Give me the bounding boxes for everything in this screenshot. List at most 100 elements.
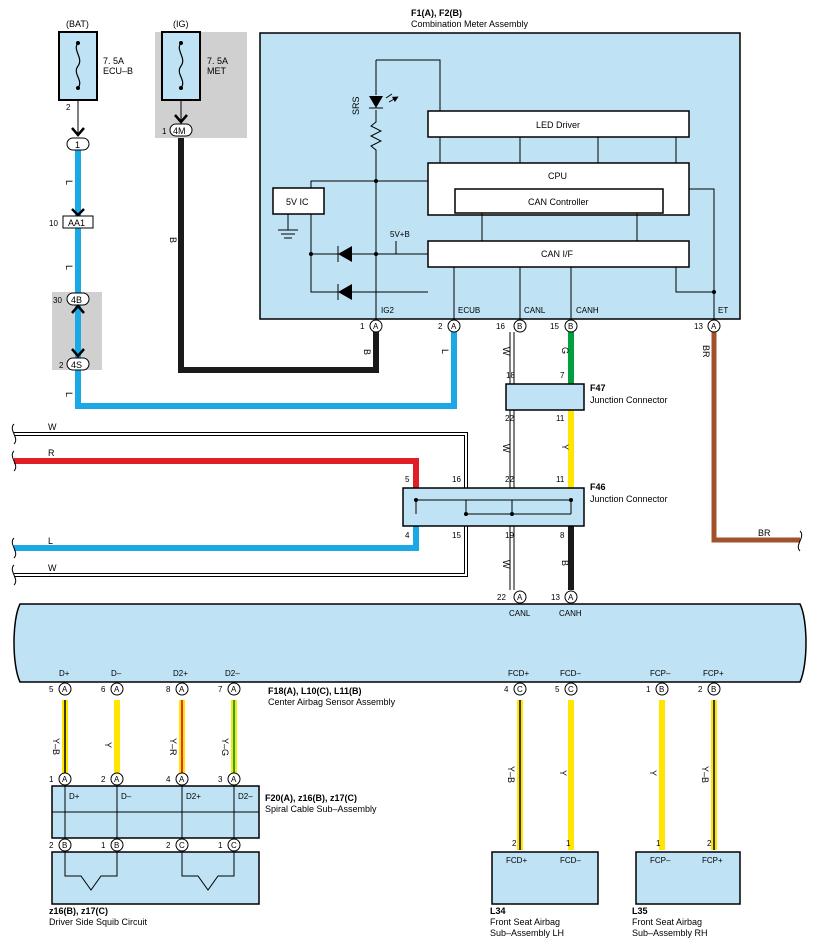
svg-text:L: L [440, 349, 450, 354]
svg-text:B: B [114, 841, 119, 850]
seat-airbag-lh: 2 1 FCD+ FCD– L34 Front Seat Airbag Sub–… [490, 839, 599, 938]
svg-text:13: 13 [551, 593, 560, 602]
svg-text:2: 2 [66, 103, 71, 112]
svg-text:FCP+: FCP+ [703, 669, 724, 678]
diode-icon [338, 284, 352, 300]
svg-text:D+: D+ [59, 669, 70, 678]
fuse-icon [178, 42, 184, 89]
wire-br-brown [711, 332, 800, 543]
svg-text:W: W [48, 422, 57, 432]
svg-text:19: 19 [505, 531, 514, 540]
svg-text:5V+B: 5V+B [390, 230, 410, 239]
connector-aa1: AA1 10 [49, 208, 94, 229]
svg-text:A: A [568, 593, 574, 602]
svg-text:11: 11 [556, 475, 565, 484]
svg-text:5: 5 [49, 685, 54, 694]
svg-text:BR: BR [701, 345, 711, 358]
svg-text:F20(A), z16(B), z17(C): F20(A), z16(B), z17(C) [265, 793, 357, 803]
svg-text:10: 10 [49, 219, 58, 228]
svg-text:C: C [231, 841, 237, 850]
svg-text:Center Airbag Sensor Assembly: Center Airbag Sensor Assembly [268, 697, 396, 707]
svg-text:1: 1 [646, 685, 651, 694]
svg-text:Y–G: Y–G [220, 738, 230, 756]
svg-text:Sub–Assembly LH: Sub–Assembly LH [490, 928, 564, 938]
svg-text:A: A [451, 322, 457, 331]
connector-4b: 4B 30 [53, 292, 90, 358]
svg-text:G: G [560, 347, 570, 354]
svg-text:Combination Meter Assembly: Combination Meter Assembly [411, 19, 529, 29]
led-driver-block [427, 110, 690, 138]
driver-squib: z16(B), z17(C) Driver Side Squib Circuit [49, 851, 260, 927]
svg-text:W: W [501, 444, 511, 453]
connector-4s: 4S 2 [59, 357, 90, 371]
svg-text:Y–B: Y–B [51, 738, 61, 755]
combination-meter: F1(A), F2(B) Combination Meter Assembly … [259, 8, 741, 320]
svg-text:1: 1 [75, 140, 80, 150]
svg-text:R: R [48, 448, 55, 458]
svg-text:1: 1 [360, 322, 365, 331]
resistor-icon [369, 110, 383, 163]
svg-text:1: 1 [656, 839, 661, 848]
svg-text:C: C [179, 841, 185, 850]
svg-text:4: 4 [405, 531, 410, 540]
svg-text:11: 11 [556, 414, 565, 423]
svg-text:B: B [168, 237, 178, 243]
svg-text:A: A [62, 775, 68, 784]
svg-text:CANH: CANH [576, 306, 599, 315]
svg-text:CAN I/F: CAN I/F [541, 249, 574, 259]
svg-text:30: 30 [53, 296, 62, 305]
svg-text:A: A [231, 775, 237, 784]
svg-text:W: W [501, 347, 511, 356]
svg-text:15: 15 [550, 322, 559, 331]
svg-text:D2–: D2– [225, 669, 240, 678]
fuse-icon [75, 42, 81, 89]
can-controller-block [454, 188, 664, 214]
svg-text:1: 1 [49, 775, 54, 784]
svg-text:A: A [711, 322, 717, 331]
svg-text:4M: 4M [173, 126, 186, 136]
svg-text:L34: L34 [490, 906, 506, 916]
svg-text:16: 16 [496, 322, 505, 331]
svg-text:7. 5A: 7. 5A [103, 56, 124, 66]
svg-text:Junction Connector: Junction Connector [590, 395, 668, 405]
svg-text:15: 15 [452, 531, 461, 540]
squib-icon [64, 852, 118, 891]
svg-text:MET: MET [207, 66, 227, 76]
svg-text:Spiral Cable Sub–Assembly: Spiral Cable Sub–Assembly [265, 804, 377, 814]
svg-text:Front Seat Airbag: Front Seat Airbag [490, 917, 560, 927]
svg-text:z16(B), z17(C): z16(B), z17(C) [49, 906, 108, 916]
chevron-down-icon [71, 348, 85, 358]
svg-text:F18(A), L10(C), L11(B): F18(A), L10(C), L11(B) [268, 686, 362, 696]
chevron-up-icon [71, 304, 85, 314]
svg-text:2: 2 [438, 322, 443, 331]
svg-text:FCD–: FCD– [560, 669, 581, 678]
svg-text:13: 13 [694, 322, 703, 331]
connector-4m: 4M 1 [162, 114, 193, 137]
svg-text:1: 1 [218, 841, 223, 850]
svg-text:7: 7 [560, 371, 565, 380]
svg-text:4S: 4S [71, 360, 82, 370]
svg-text:(BAT): (BAT) [66, 19, 89, 29]
svg-text:D–: D– [121, 792, 132, 801]
svg-text:3: 3 [218, 775, 223, 784]
svg-text:FCP–: FCP– [650, 856, 671, 865]
svg-text:A: A [179, 775, 185, 784]
svg-text:1: 1 [566, 839, 571, 848]
svg-text:F46: F46 [590, 482, 606, 492]
wire-l-blue [75, 150, 457, 409]
svg-text:CPU: CPU [548, 171, 567, 181]
chevron-down-icon [174, 114, 188, 124]
svg-text:Y: Y [103, 742, 113, 748]
svg-text:1: 1 [162, 127, 167, 136]
diode-icon [338, 246, 352, 262]
spiral-cable: 1 A 2 A 4 A 3 A D+ D– D2+ D2– F20(A), z1… [49, 772, 377, 852]
svg-text:L: L [64, 180, 74, 185]
svg-text:C: C [517, 685, 523, 694]
svg-text:18: 18 [506, 371, 515, 380]
svg-text:Sub–Assembly RH: Sub–Assembly RH [632, 928, 708, 938]
svg-text:B: B [362, 349, 372, 355]
svg-text:2: 2 [698, 685, 703, 694]
svg-text:D2+: D2+ [173, 669, 188, 678]
svg-text:C: C [568, 685, 574, 694]
